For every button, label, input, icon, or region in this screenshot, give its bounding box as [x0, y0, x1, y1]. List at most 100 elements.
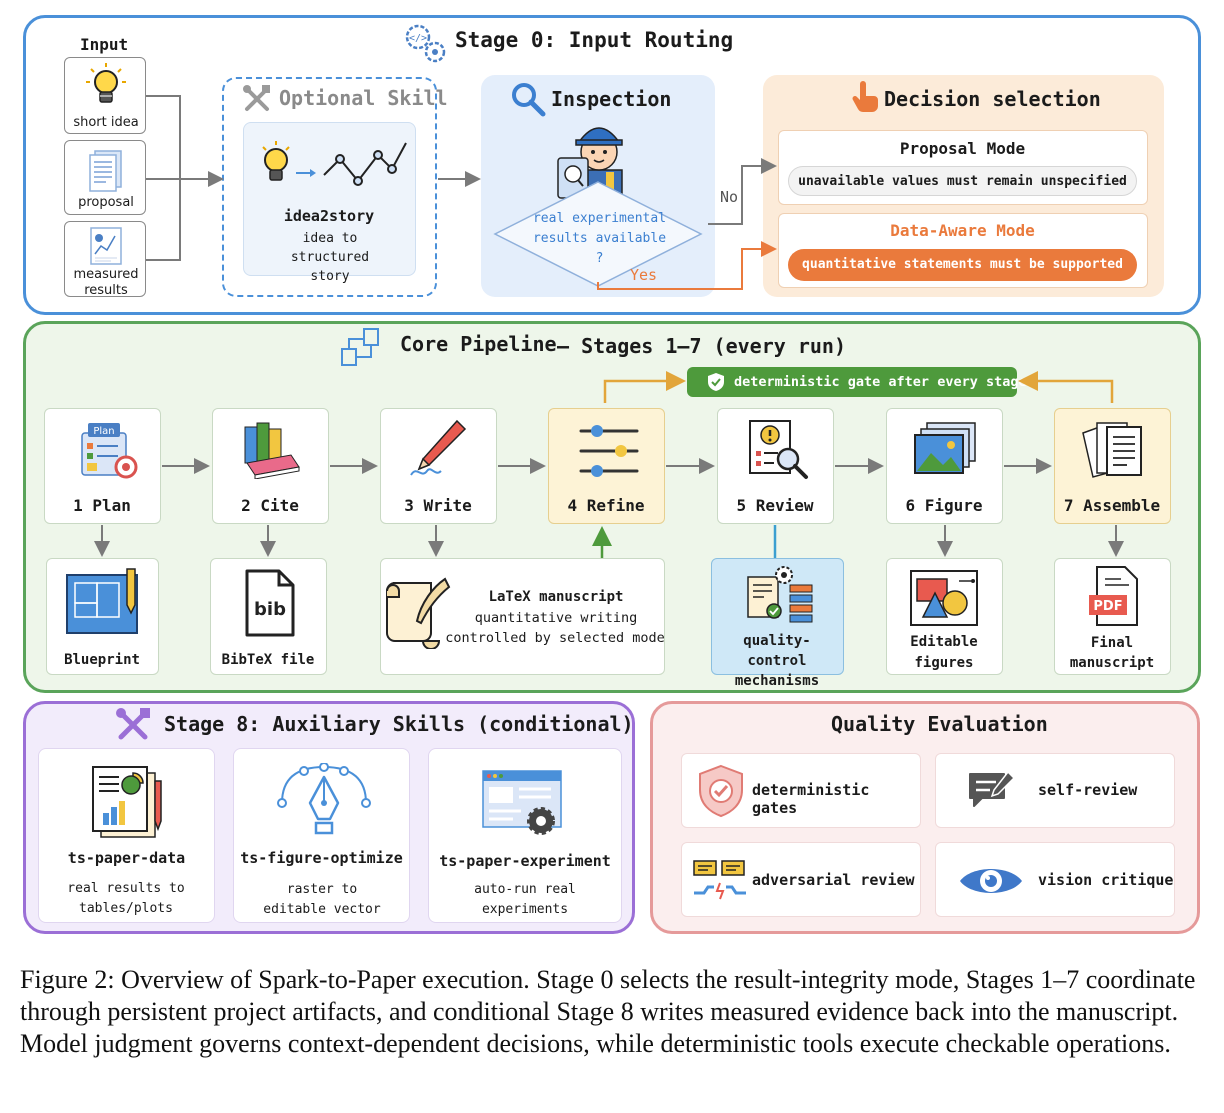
decision-title: Decision selection	[884, 87, 1101, 111]
pdf-file-icon: PDF	[1087, 565, 1143, 633]
latex-title: LaTeX manuscript	[488, 589, 624, 605]
stage-label-review: 5 Review	[736, 496, 814, 515]
artifact-label-qc: quality-control mechanisms	[734, 633, 820, 689]
shield-check-red-icon	[696, 764, 746, 822]
results-chart-icon	[89, 226, 125, 270]
pdf-icon-text: PDF	[1093, 599, 1122, 614]
bib-file-icon: bib	[243, 567, 297, 643]
stage-card-assemble: 7 Assemble	[1054, 408, 1171, 524]
input-label-proposal: proposal	[78, 195, 134, 210]
input-card-measured-results: measured results	[64, 221, 146, 298]
artifact-quality-control: quality-control mechanisms	[711, 558, 844, 689]
data-aware-mode-card: Data-Aware Mode quantitative statements …	[778, 213, 1148, 288]
deterministic-gate-label: deterministic gate after every stage	[734, 374, 1027, 390]
latex-line1: quantitative writing	[474, 610, 638, 626]
artifact-bibtex: bib BibTeX file	[210, 558, 327, 675]
artifact-label-bibtex: BibTeX file	[221, 652, 315, 668]
inspection-question: real experimental results available ?	[532, 211, 667, 266]
quality-label-adversarial-review: adversarial review	[752, 871, 915, 889]
proposal-mode-card: Proposal Mode unavailable values must re…	[778, 130, 1148, 205]
figure-caption: Figure 2: Overview of Spark-to-Paper exe…	[20, 965, 1196, 1058]
vector-pen-icon	[274, 762, 374, 845]
artifact-latex-manuscript: LaTeX manuscript quantitative writing co…	[380, 558, 665, 675]
optional-skill-title: Optional Skill	[279, 86, 448, 110]
quality-item-adversarial-review: adversarial review	[681, 842, 921, 917]
chat-edit-icon	[968, 770, 1016, 818]
svg-text:</>: </>	[409, 33, 427, 44]
tools-icon	[242, 84, 272, 118]
artifact-label-figures: Editable figures	[910, 634, 978, 671]
skill-card-figure-optimize: ts-figure-optimize raster to editable ve…	[233, 748, 410, 923]
pen-write-icon	[407, 417, 471, 483]
quality-item-self-review: self-review	[935, 753, 1175, 828]
idea-to-story-icon	[258, 139, 413, 195]
hand-pointer-icon	[850, 80, 882, 118]
artifact-label-final: Final manuscript	[1069, 635, 1155, 671]
stage-card-figure: 6 Figure	[886, 408, 1003, 524]
idea2story-card: idea2story idea to structured story	[243, 122, 416, 284]
skill-name-figure-optimize: ts-figure-optimize	[240, 849, 403, 867]
input-label-measured-results: measured results	[73, 267, 139, 298]
stage0-title: Stage 0: Input Routing	[455, 28, 734, 52]
stage-card-write: 3 Write	[380, 408, 497, 524]
artifact-label-blueprint: Blueprint	[64, 652, 140, 668]
skill-desc-paper-data: real results to tables/plots	[67, 881, 185, 916]
gears-code-icon: </>	[402, 22, 450, 66]
pipeline-icon	[338, 327, 382, 371]
quality-label-self-review: self-review	[1038, 781, 1138, 799]
blueprint-icon	[65, 567, 143, 641]
stage-label-write: 3 Write	[404, 496, 472, 515]
lightbulb-icon	[85, 62, 127, 112]
document-stack-icon	[87, 147, 127, 197]
quality-label-deterministic-gates: deterministic gates	[752, 781, 870, 817]
input-label-short-idea: short idea	[73, 115, 139, 130]
books-icon	[239, 419, 303, 483]
skill-desc-paper-experiment: auto-run real experiments	[474, 882, 576, 917]
sliders-icon	[577, 423, 641, 483]
skill-card-paper-experiment: ts-paper-experiment auto-run real experi…	[428, 748, 622, 923]
latex-line2: controlled by selected mode	[445, 630, 665, 646]
input-card-short-idea: short idea	[64, 57, 146, 134]
proposal-mode-title: Proposal Mode	[899, 139, 1026, 158]
stage-card-plan: Plan 1 Plan	[44, 408, 161, 524]
stage-card-refine: 4 Refine	[548, 408, 665, 524]
deterministic-gate-pill	[687, 367, 1017, 397]
vector-shapes-icon	[909, 569, 981, 633]
stage-label-assemble: 7 Assemble	[1063, 496, 1161, 515]
data-report-icon	[89, 765, 169, 845]
plan-icon-text: Plan	[93, 426, 114, 437]
bib-icon-text: bib	[254, 599, 286, 620]
stage-label-plan: 1 Plan	[73, 496, 131, 515]
tools-purple-icon	[116, 708, 150, 746]
input-heading: Input	[80, 35, 129, 54]
stage-card-cite: 2 Cite	[212, 408, 329, 524]
documents-assemble-icon	[1079, 419, 1147, 483]
scroll-quill-icon	[383, 577, 453, 653]
shield-check-icon	[706, 372, 726, 396]
idea2story-desc: idea to structured story	[290, 231, 370, 284]
quality-item-deterministic-gates: deterministic gates	[681, 753, 921, 828]
stage-label-cite: 2 Cite	[241, 496, 299, 515]
artifact-editable-figures: Editable figures	[886, 558, 1003, 675]
core-pipeline-title: Core Pipeline	[400, 332, 557, 356]
stage-label-refine: 4 Refine	[567, 496, 645, 515]
quality-label-vision-critique: vision critique	[1038, 871, 1174, 889]
data-aware-mode-rule: quantitative statements must be supporte…	[788, 249, 1137, 281]
artifact-blueprint: Blueprint	[46, 558, 159, 675]
browser-gear-icon	[481, 769, 567, 843]
quality-title: Quality Evaluation	[831, 712, 1048, 736]
input-card-proposal: proposal	[64, 140, 146, 215]
inspection-title: Inspection	[551, 87, 672, 111]
yes-branch-label: Yes	[630, 266, 658, 284]
data-aware-mode-title: Data-Aware Mode	[890, 221, 1035, 240]
skill-name-paper-experiment: ts-paper-experiment	[439, 852, 611, 870]
skill-desc-figure-optimize: raster to editable vector	[263, 882, 381, 917]
image-stack-icon	[913, 421, 979, 483]
debate-icon	[690, 857, 750, 911]
quality-item-vision-critique: vision critique	[935, 842, 1175, 917]
idea2story-name: idea2story	[283, 207, 375, 225]
core-pipeline-subtitle: — Stages 1–7 (every run)	[557, 334, 846, 358]
review-checklist-icon	[746, 417, 810, 485]
qc-mechanism-icon	[742, 563, 820, 629]
artifact-final-manuscript: PDF Final manuscript	[1054, 558, 1171, 675]
